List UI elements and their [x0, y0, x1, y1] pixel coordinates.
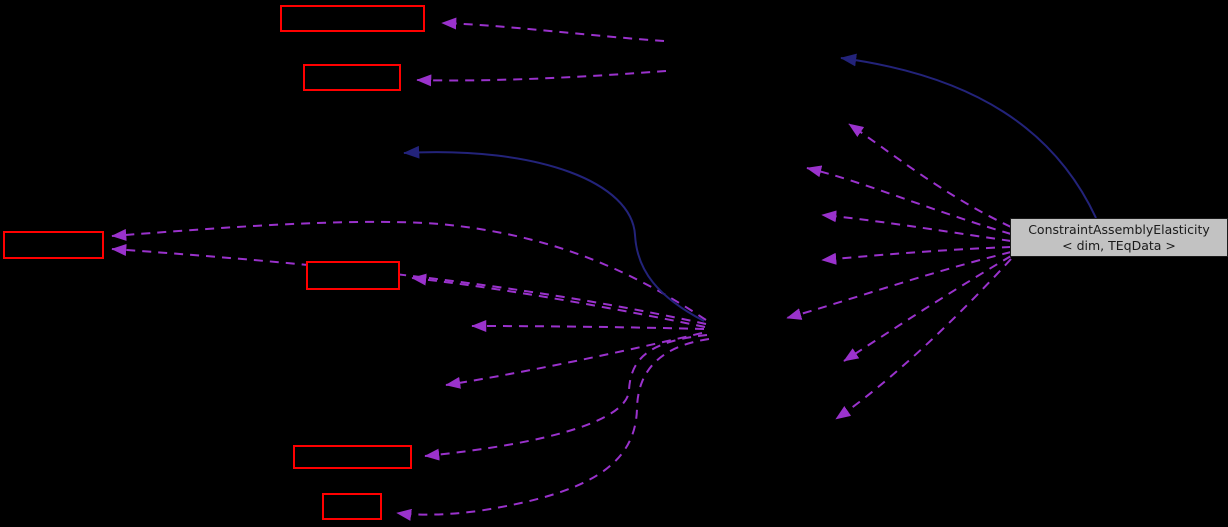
usage-edge — [411, 273, 706, 328]
main-class-name: ConstraintAssemblyElasticity — [1028, 222, 1210, 237]
class-node[interactable] — [293, 445, 412, 469]
usage-edge — [835, 258, 1012, 420]
main-class-template-params: < dim, TEqData > — [1062, 237, 1176, 253]
usage-edge — [111, 244, 707, 325]
main-class-node[interactable]: ConstraintAssemblyElasticity < dim, TEqD… — [1010, 218, 1228, 257]
inheritance-edge — [840, 53, 1097, 219]
usage-edge — [806, 165, 1012, 235]
usage-edge — [821, 210, 1012, 242]
usage-edge — [843, 255, 1012, 362]
usage-edge — [848, 123, 1012, 228]
class-node[interactable] — [3, 231, 104, 259]
class-node[interactable] — [306, 261, 400, 290]
class-node[interactable] — [303, 64, 401, 91]
usage-edge — [396, 338, 710, 521]
usage-edge — [821, 246, 1012, 265]
inheritance-edge — [403, 145, 705, 322]
usage-edge — [424, 334, 708, 461]
usage-edge — [471, 320, 705, 333]
usage-edge — [416, 70, 667, 87]
class-node[interactable] — [322, 493, 382, 520]
class-node[interactable] — [280, 5, 425, 32]
usage-edge — [786, 251, 1012, 320]
usage-edge — [111, 220, 707, 321]
usage-edge — [445, 332, 703, 389]
usage-edge — [441, 17, 665, 42]
